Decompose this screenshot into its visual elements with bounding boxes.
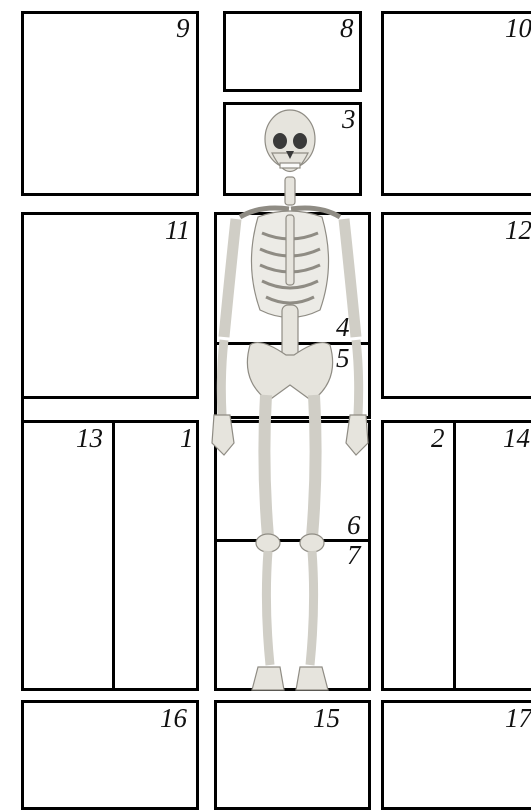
sternum [286, 215, 294, 285]
tibia-left [266, 551, 270, 665]
label-10: 10 [505, 15, 531, 42]
label-16: 16 [160, 705, 187, 732]
foot-right [296, 667, 328, 690]
label-13: 13 [76, 425, 103, 452]
knee-right [300, 534, 324, 552]
panel-13 [21, 420, 115, 691]
label-4: 4 [336, 314, 350, 341]
label-15: 15 [313, 705, 340, 732]
tibia-right [310, 551, 314, 665]
label-7: 7 [347, 542, 361, 569]
panel-1 [112, 420, 199, 691]
label-17: 17 [505, 705, 531, 732]
label-11: 11 [165, 217, 190, 244]
label-6: 6 [347, 512, 361, 539]
label-9: 9 [176, 15, 190, 42]
femur-left [264, 395, 268, 537]
femur-right [312, 395, 316, 537]
forearm-right [356, 340, 359, 415]
skeleton-illustration [200, 105, 380, 700]
panel-9 [21, 11, 199, 196]
label-5: 5 [336, 345, 350, 372]
panel-15 [214, 700, 371, 810]
panel-14 [453, 420, 531, 691]
cervical-spine [285, 177, 295, 205]
panel-2 [381, 420, 456, 691]
foot-left [252, 667, 284, 690]
label-1: 1 [180, 425, 194, 452]
label-2: 2 [431, 425, 445, 452]
hand-right [346, 415, 368, 455]
label-14: 14 [503, 425, 530, 452]
knee-left [256, 534, 280, 552]
label-12: 12 [505, 217, 531, 244]
left-connector-line [21, 397, 24, 422]
forearm-left [221, 340, 224, 415]
humerus-left [224, 219, 236, 337]
label-3: 3 [342, 106, 356, 133]
label-8: 8 [340, 15, 354, 42]
hand-left [212, 415, 234, 455]
